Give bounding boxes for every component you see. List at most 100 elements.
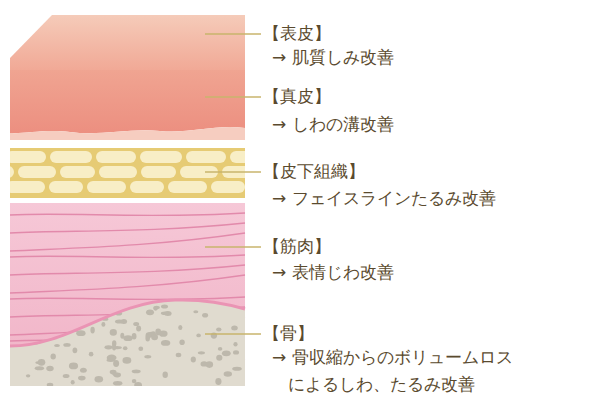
bone-pore — [63, 343, 70, 347]
leader-lines — [205, 34, 261, 334]
muscle-fibre — [10, 223, 245, 233]
bone-pore — [132, 379, 137, 383]
bone-pore — [35, 366, 44, 370]
bone-pore — [63, 374, 70, 378]
layer-name: 【真皮】 — [263, 83, 583, 110]
effect-text: → 表情じわ改善 — [272, 259, 596, 286]
bone-pore — [39, 318, 46, 321]
bone-pore — [231, 325, 238, 330]
fat-cell — [230, 151, 245, 163]
bone-pore — [176, 353, 182, 357]
bone-pore — [38, 359, 46, 366]
bone-pore — [109, 304, 119, 309]
bone-pore — [196, 334, 201, 338]
muscle-fibre — [10, 255, 245, 258]
fat-cell — [141, 166, 176, 178]
bone-pore — [90, 327, 94, 334]
fat-cell — [49, 181, 83, 193]
layer-name: 【筋肉】 — [263, 233, 583, 260]
bone-pore — [198, 351, 205, 354]
bone-pore — [20, 320, 27, 325]
bone-pore — [68, 319, 76, 323]
fat-cell — [96, 151, 136, 163]
bone-pore — [54, 344, 60, 347]
leader-line — [205, 96, 261, 98]
bone-pore — [19, 328, 26, 335]
fat-cells — [10, 151, 245, 193]
bone-pore — [233, 350, 239, 354]
fat-cell — [140, 151, 182, 163]
bone-pore — [27, 310, 32, 314]
bone-pore — [22, 329, 27, 333]
bone-pore — [52, 323, 56, 328]
layer-name: 【骨】 — [263, 320, 583, 347]
bone-pore — [193, 310, 198, 313]
effect-text: → 肌質しみ改善 — [272, 44, 596, 71]
bone-pore — [216, 355, 222, 361]
bone-pore — [19, 327, 25, 334]
muscle-layer — [10, 203, 245, 386]
bone-surface — [10, 300, 245, 346]
muscle-fibre — [10, 275, 245, 293]
bone-pore — [47, 302, 51, 305]
bone-pore — [232, 367, 242, 371]
bone-pore — [71, 380, 75, 384]
bone-pore — [191, 357, 196, 363]
bone-pore — [45, 297, 54, 304]
bone-pore — [105, 345, 113, 349]
fat-cell — [18, 166, 56, 178]
bone-pore — [144, 355, 151, 358]
bone-pore — [101, 322, 105, 327]
effect-text: → 骨収縮からのボリュームロス によるしわ、たるみ改善 — [272, 344, 578, 398]
bone-pore — [30, 337, 39, 340]
bone-pore — [26, 374, 30, 377]
fat-cell — [186, 151, 226, 163]
bone-pore — [216, 328, 221, 332]
leader-line — [205, 246, 261, 248]
bone-pore — [215, 378, 221, 385]
leader-line — [205, 33, 261, 35]
bone-pore — [151, 334, 158, 340]
bone-pore — [11, 319, 16, 323]
bone-pore — [46, 366, 53, 371]
layer-name: 【皮下組織】 — [263, 158, 583, 185]
fat-cell — [130, 181, 164, 193]
bone-pore — [161, 312, 169, 316]
bone-layer — [10, 300, 245, 386]
bone-pore — [47, 383, 54, 387]
bone-pore — [51, 354, 56, 360]
bone-pore — [138, 347, 143, 352]
bone-pore — [11, 325, 19, 328]
bone-pore — [145, 334, 150, 341]
bone-pore — [12, 310, 20, 316]
muscle-fibre — [10, 265, 245, 275]
bone-pore — [110, 329, 117, 336]
bone-pore — [86, 299, 90, 305]
dermis-base — [10, 127, 245, 140]
fat-cell — [168, 181, 207, 193]
fat-cell — [87, 181, 126, 193]
bone-pore — [123, 346, 128, 350]
bone-pore — [224, 371, 232, 377]
bone-pore — [113, 381, 122, 386]
muscle-fibre — [10, 233, 245, 251]
bone-pore — [78, 376, 86, 381]
bone-pore — [202, 313, 208, 318]
bone-pore — [115, 320, 124, 324]
bone-pore — [107, 359, 116, 362]
effect-text: → フェイスラインたるみ改善 — [272, 185, 596, 212]
bone-pore — [161, 340, 170, 346]
bone-pore — [7, 340, 14, 343]
bone-pore — [163, 372, 168, 378]
bone-pore — [123, 302, 129, 307]
bone-pore — [95, 376, 104, 383]
layer-name: 【表皮】 — [263, 20, 583, 47]
leader-line — [205, 333, 261, 335]
bone-pore — [89, 352, 94, 357]
bone-pore — [123, 335, 132, 341]
bone-pore — [153, 307, 158, 311]
bone-pore — [76, 330, 85, 336]
muscle-fibre — [10, 213, 245, 216]
bone-pore — [233, 342, 237, 347]
bone-pore — [69, 363, 78, 370]
